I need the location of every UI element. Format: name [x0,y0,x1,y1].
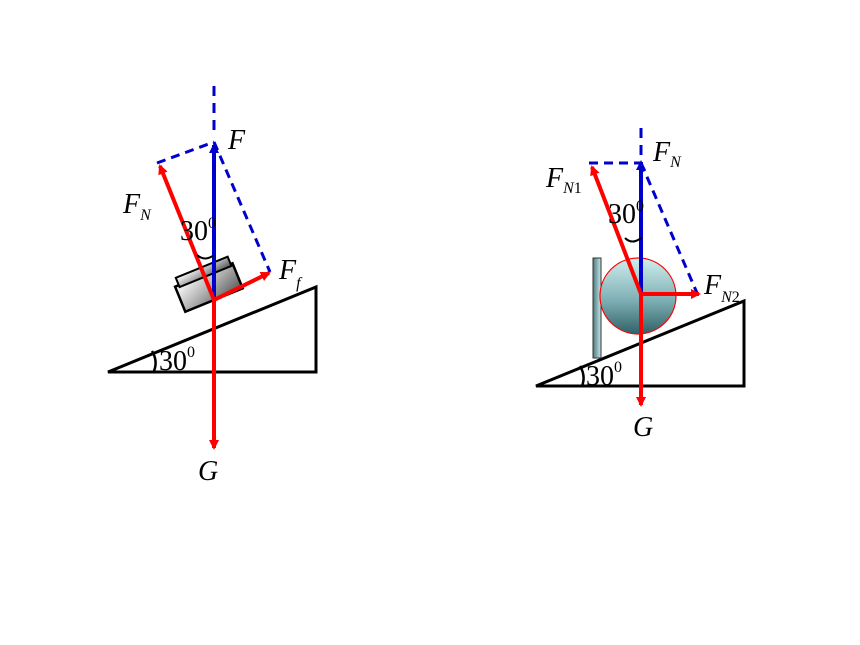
right-angle-base-label: 300 [586,359,622,392]
left-angle-top-label: 300 [180,215,216,247]
right-label-FN2: FN2 [703,270,740,306]
right-diagram: FN FN1 FN2 G 300 300 [535,128,746,443]
right-force-FN1 [590,165,643,295]
left-label-G: G [198,456,218,487]
right-angle-arc-top [624,237,642,243]
left-label-FN: FN [122,189,152,224]
left-angle-base-label: 300 [159,344,195,377]
right-angle-arc-base [578,365,585,387]
left-dash-top [156,140,215,165]
left-label-F: F [227,125,246,156]
right-dash-right [639,162,699,294]
right-label-FN1: FN1 [545,163,582,197]
left-dash-right [212,141,272,273]
right-angle-top-label: 300 [608,198,644,230]
right-vertical-board [592,257,602,359]
left-force-Ff [213,271,271,302]
left-force-FN [158,164,216,301]
left-angle-arc-top [196,254,215,260]
left-diagram: F FN Ff G 300 300 [107,86,318,487]
right-label-G: G [633,412,653,443]
left-angle-arc-base [150,350,157,372]
left-label-Ff: Ff [278,255,303,292]
right-label-FN: FN [652,137,682,171]
